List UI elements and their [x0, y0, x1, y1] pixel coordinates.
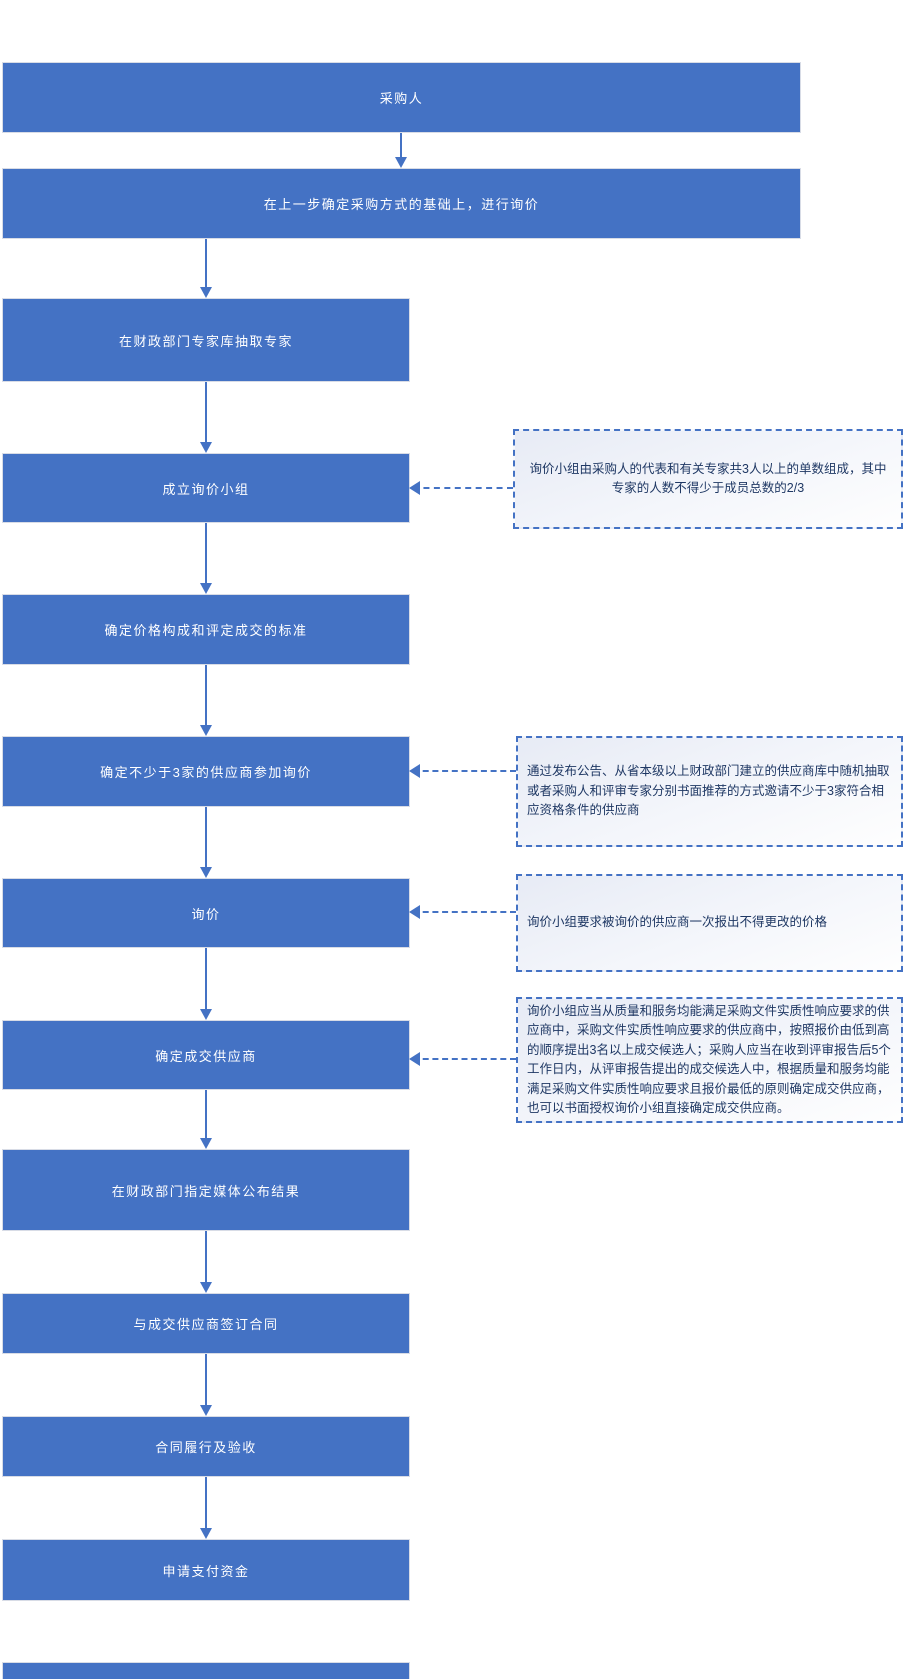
arrow-down-icon: [205, 523, 207, 583]
flow-node-label: 询价: [191, 906, 221, 922]
arrow-down-icon: [205, 807, 207, 867]
note-inquiry-team-rule: 询价小组由采购人的代表和有关专家共3人以上的单数组成，其中专家的人数不得少于成员…: [513, 429, 903, 529]
flow-node-label: 申请支付资金: [162, 1563, 250, 1579]
note-text: 询价小组要求被询价的供应商一次报出不得更改的价格: [527, 915, 828, 930]
flow-node-determine-winner: 确定成交供应商: [2, 1020, 410, 1090]
arrow-down-icon: [205, 1354, 207, 1405]
arrow-down-icon: [205, 1231, 207, 1282]
note-text: 询价小组由采购人的代表和有关专家共3人以上的单数组成，其中专家的人数不得少于成员…: [529, 461, 887, 496]
flow-node-label: 确定不少于3家的供应商参加询价: [100, 765, 312, 780]
arrow-down-icon: [205, 382, 207, 442]
flow-node-inquiry: 询价: [2, 878, 410, 948]
flow-node-label: 在财政部门指定媒体公布结果: [111, 1183, 301, 1199]
arrow-down-icon: [205, 948, 207, 1009]
arrow-down-icon: [205, 1090, 207, 1138]
flow-node-partial-bottom: [2, 1662, 410, 1679]
arrow-down-icon: [400, 133, 402, 157]
note-supplier-invite-rule: 通过发布公告、从省本级以上财政部门建立的供应商库中随机抽取或者采购人和评审专家分…: [516, 736, 903, 847]
flow-node-label: 采购人: [379, 91, 424, 106]
note-quote-rule: 询价小组要求被询价的供应商一次报出不得更改的价格: [516, 874, 903, 972]
dashed-arrow-left-icon: [409, 1052, 516, 1066]
flow-node-label: 在上一步确定采购方式的基础上，进行询价: [263, 197, 540, 212]
arrow-down-icon: [205, 665, 207, 725]
flow-node-purchaser: 采购人: [2, 62, 801, 133]
flow-node-payment-request: 申请支付资金: [2, 1539, 410, 1601]
flow-node-publish-result: 在财政部门指定媒体公布结果: [2, 1149, 410, 1231]
flow-node-extract-experts: 在财政部门专家库抽取专家: [2, 298, 410, 382]
flow-node-label: 在财政部门专家库抽取专家: [118, 333, 293, 349]
note-text: 询价小组应当从质量和服务均能满足采购文件实质性响应要求的供应商中，采购文件实质性…: [527, 1003, 891, 1116]
dashed-arrow-left-icon: [409, 481, 513, 495]
dashed-arrow-left-icon: [409, 764, 516, 778]
note-winner-determination-rule: 询价小组应当从质量和服务均能满足采购文件实质性响应要求的供应商中，采购文件实质性…: [516, 997, 903, 1123]
dashed-arrow-left-icon: [409, 905, 516, 919]
flow-node-label: 合同履行及验收: [155, 1440, 257, 1455]
flow-node-price-standard: 确定价格构成和评定成交的标准: [2, 594, 410, 665]
flow-node-form-inquiry-team: 成立询价小组: [2, 453, 410, 523]
note-text: 通过发布公告、从省本级以上财政部门建立的供应商库中随机抽取或者采购人和评审专家分…: [527, 764, 890, 818]
flow-node-select-suppliers: 确定不少于3家的供应商参加询价: [2, 736, 410, 807]
flow-node-label: 成立询价小组: [162, 481, 250, 497]
flow-node-sign-contract: 与成交供应商签订合同: [2, 1293, 410, 1354]
arrow-down-icon: [205, 239, 207, 287]
flow-node-inquiry-basis: 在上一步确定采购方式的基础上，进行询价: [2, 168, 801, 239]
flow-node-label: 与成交供应商签订合同: [133, 1317, 279, 1332]
flow-node-label: 确定价格构成和评定成交的标准: [104, 623, 308, 638]
flow-node-contract-acceptance: 合同履行及验收: [2, 1416, 410, 1477]
flow-node-label: 确定成交供应商: [155, 1048, 257, 1064]
arrow-down-icon: [205, 1477, 207, 1528]
